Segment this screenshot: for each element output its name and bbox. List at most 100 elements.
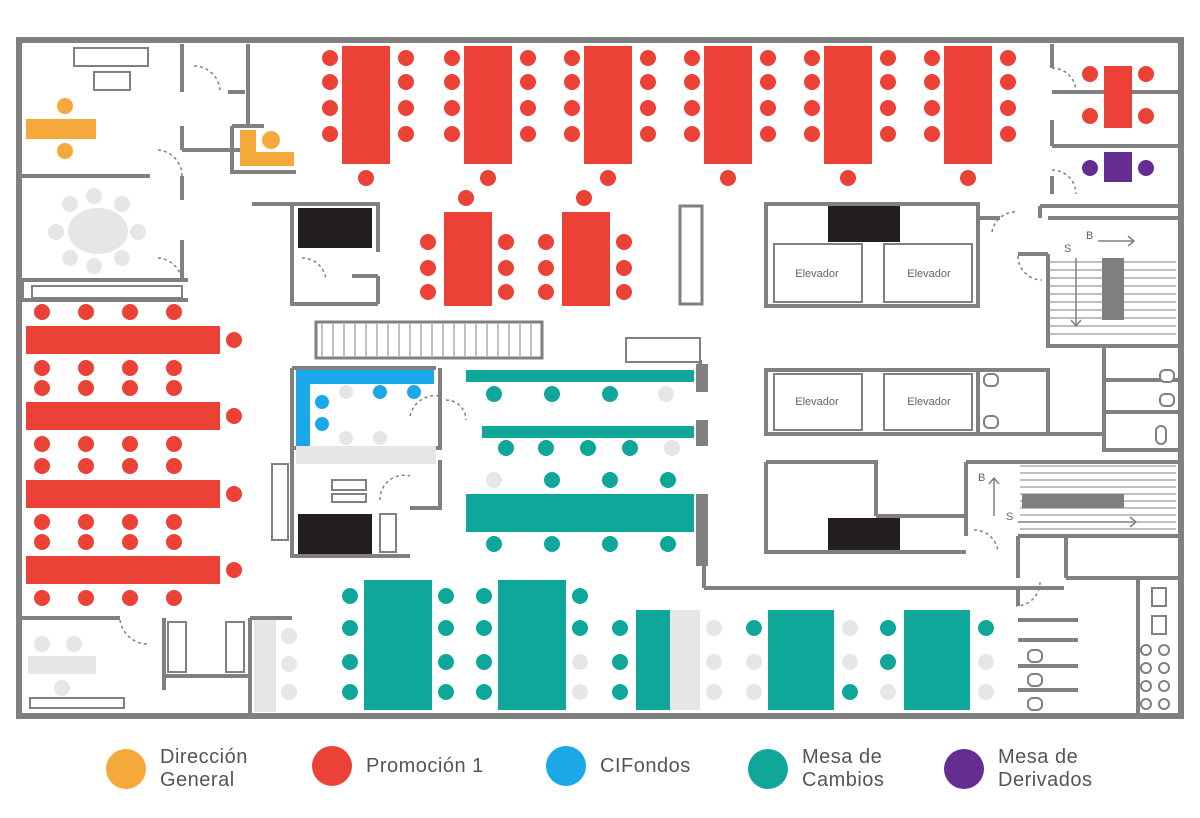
- seat: [339, 431, 353, 445]
- seat: [322, 126, 338, 142]
- promocion-table: [1104, 66, 1132, 128]
- door-arc: [1017, 255, 1043, 281]
- seat: [576, 190, 592, 206]
- seat: [315, 417, 329, 431]
- black-block: [298, 514, 372, 554]
- wall-stairs-top: [978, 204, 1178, 348]
- seat: [166, 534, 182, 550]
- cifondos-desk: [296, 370, 434, 384]
- seat: [122, 304, 138, 320]
- legend-dot: [312, 746, 352, 786]
- seat: [342, 684, 358, 700]
- seat: [564, 50, 580, 66]
- desk-grey: [254, 620, 276, 712]
- door-arc: [119, 619, 149, 645]
- desk: [331, 493, 367, 503]
- seat: [438, 620, 454, 636]
- seat: [34, 380, 50, 396]
- seat: [48, 224, 64, 240]
- seat: [978, 620, 994, 636]
- legend-dot: [748, 749, 788, 789]
- seat: [166, 380, 182, 396]
- seat: [486, 386, 502, 402]
- seat: [1138, 108, 1154, 124]
- seat: [398, 126, 414, 142]
- direccion-desk: [26, 119, 96, 139]
- seat: [54, 680, 70, 696]
- seat: [86, 258, 102, 274]
- seat: [760, 50, 776, 66]
- seat: [62, 196, 78, 212]
- seat: [226, 332, 242, 348]
- seat: [444, 74, 460, 90]
- seat: [924, 50, 940, 66]
- promocion-table: [704, 46, 752, 164]
- elevator-car: [883, 373, 973, 431]
- legend-label: Promoción 1: [366, 754, 484, 777]
- wall-small-office: [230, 124, 296, 174]
- seat: [1138, 160, 1154, 176]
- seat: [78, 436, 94, 452]
- seat: [34, 436, 50, 452]
- promocion-table: [824, 46, 872, 164]
- desk: [331, 479, 367, 491]
- seat: [804, 74, 820, 90]
- seat: [538, 260, 554, 276]
- seat: [476, 588, 492, 604]
- cambios-desk: [466, 494, 694, 532]
- seat: [86, 188, 102, 204]
- stair-treads: [321, 261, 1176, 530]
- door-arc: [1051, 67, 1077, 93]
- desk-grey: [296, 446, 436, 464]
- seat: [612, 620, 628, 636]
- seat: [78, 304, 94, 320]
- seat: [760, 126, 776, 142]
- seat: [640, 50, 656, 66]
- seat: [538, 440, 554, 456]
- seat: [262, 131, 280, 149]
- wall-cifondos-room: [410, 460, 442, 510]
- seat: [664, 440, 680, 456]
- wall-elevator-top: [764, 202, 980, 308]
- door-arc: [1051, 169, 1077, 195]
- legend-dot: [944, 749, 984, 789]
- wall-lower-room: [764, 460, 966, 554]
- door-arc: [1015, 581, 1041, 607]
- seat: [1000, 50, 1016, 66]
- door-arc: [301, 257, 327, 281]
- seat: [166, 436, 182, 452]
- elevator-car: [773, 373, 863, 431]
- seat: [122, 360, 138, 376]
- promocion-table: [342, 46, 390, 164]
- seat: [706, 620, 722, 636]
- seat: [640, 100, 656, 116]
- toilet-icon: [1159, 393, 1175, 407]
- seat: [960, 170, 976, 186]
- seat: [444, 50, 460, 66]
- seat: [476, 684, 492, 700]
- wall-block: [696, 420, 708, 446]
- seat: [342, 654, 358, 670]
- seat: [520, 100, 536, 116]
- stair-down-label: S: [1006, 511, 1013, 523]
- seat: [1138, 66, 1154, 82]
- seat: [924, 126, 940, 142]
- seat: [572, 620, 588, 636]
- toilet-icon: [1155, 425, 1167, 445]
- promocion-table: [444, 212, 492, 306]
- seat: [520, 126, 536, 142]
- black-block: [298, 208, 372, 248]
- elevator-car: [883, 243, 973, 303]
- seat: [804, 100, 820, 116]
- seat: [122, 534, 138, 550]
- seat: [1082, 66, 1098, 82]
- seat: [476, 620, 492, 636]
- door-arc: [157, 149, 183, 177]
- toilet-icon: [1027, 649, 1043, 663]
- wall-server-room: [252, 202, 380, 306]
